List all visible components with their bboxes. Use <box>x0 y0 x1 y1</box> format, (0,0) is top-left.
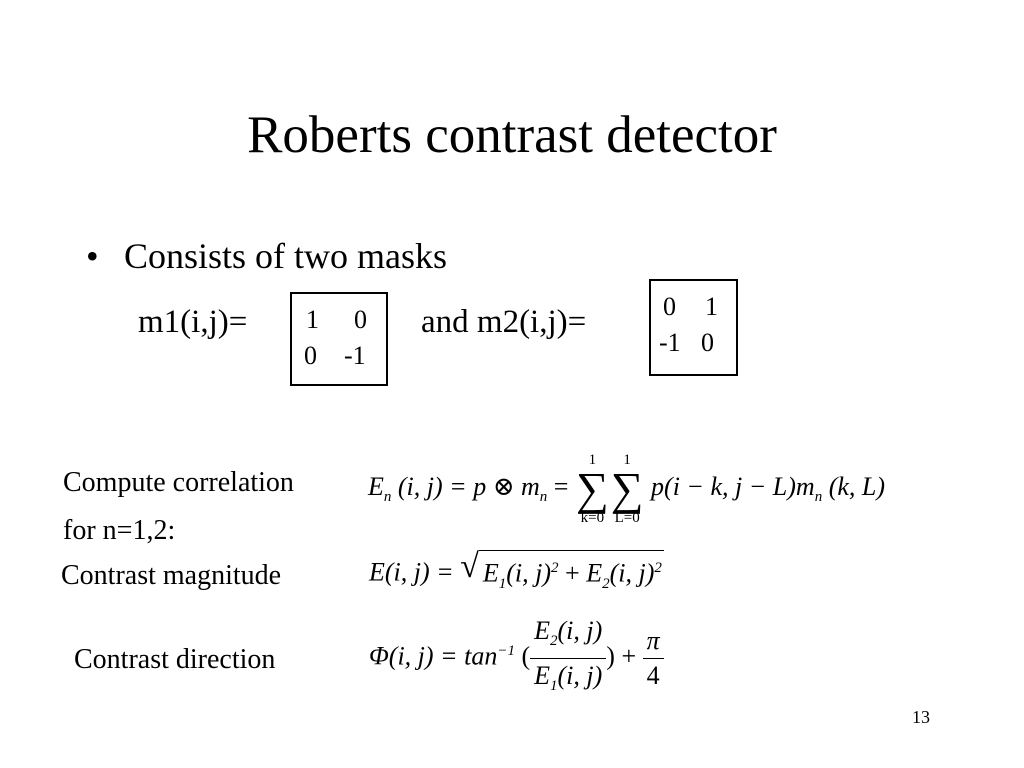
correlation-label-line2: for n=1,2: <box>63 515 176 546</box>
direction-label: Contrast direction <box>74 644 276 675</box>
eq-text: = <box>553 471 569 501</box>
direction-fraction: E2(i, j) E1(i, j) <box>530 616 607 701</box>
fraction-numerator: π <box>642 626 664 660</box>
otimes-operator: ⊗ <box>492 471 515 501</box>
eq-text: ( <box>521 641 531 671</box>
sqrt-radicand: E1(i, j)2 + E2(i, j)2 <box>478 550 664 599</box>
eq-symbol: m <box>521 471 540 501</box>
eq-symbol: E <box>368 471 384 501</box>
eq-subscript: 1 <box>550 678 558 695</box>
eq-text: (i, j) <box>557 616 603 645</box>
sum-upper-limit: 1 <box>623 452 631 468</box>
bullet-dot: • <box>86 236 99 276</box>
mask2-row-2: -1 0 <box>651 325 736 361</box>
eq-text: (i, j) <box>557 661 603 691</box>
eq-symbol: E <box>586 558 603 588</box>
mask1-row-2: 0 -1 <box>292 338 386 374</box>
mask1-row-1: 1 0 <box>292 302 386 338</box>
mask2-cell: 0 <box>701 328 714 357</box>
mask1-cell: -1 <box>344 341 366 370</box>
sum-lower-limit: k=0 <box>580 510 605 526</box>
sum-lower-limit: L=0 <box>614 510 640 526</box>
slide-title: Roberts contrast detector <box>247 106 777 164</box>
mask1-cell: 0 <box>354 305 367 334</box>
mask2-cell: 0 <box>663 292 676 321</box>
sum-operator-l: 1 ∑ L=0 <box>611 452 644 526</box>
fraction-denominator: E1(i, j) <box>530 659 606 701</box>
mask2-row-1: 0 1 <box>651 289 736 325</box>
correlation-label-line1: Compute correlation <box>63 467 294 498</box>
eq-subscript: n <box>383 489 392 506</box>
sigma-symbol: ∑ <box>575 463 609 514</box>
bullet-text: Consists of two masks <box>124 236 448 276</box>
mask1-label: m1(i,j)= <box>138 304 248 340</box>
sqrt-expression: √ E1(i, j)2 + E2(i, j)2 <box>460 550 664 599</box>
magnitude-equation: E(i, j) = √ E1(i, j)2 + E2(i, j)2 <box>369 550 664 599</box>
mask2-matrix: 0 1 -1 0 <box>649 279 738 376</box>
eq-superscript: −1 <box>497 643 515 659</box>
correlation-equation: En (i, j) = p ⊗ mn = 1 ∑ k=0 1 ∑ L=0 p(i… <box>368 452 885 526</box>
eq-text: + <box>565 558 580 588</box>
eq-text: E(i, j) = <box>369 557 454 587</box>
mask1-matrix: 1 0 0 -1 <box>290 292 388 386</box>
eq-superscript: 2 <box>551 560 559 576</box>
eq-superscript: 2 <box>654 560 662 576</box>
mask2-label: and m2(i,j)= <box>421 304 587 340</box>
mask1-cell: 0 <box>304 341 317 370</box>
sum-upper-limit: 1 <box>588 452 597 468</box>
eq-text: (i, j) = p <box>397 471 487 501</box>
mask1-cell: 1 <box>306 305 319 334</box>
mask2-cell: -1 <box>659 328 681 357</box>
sigma-symbol: ∑ <box>610 463 644 514</box>
mask2-cell: 1 <box>705 292 718 321</box>
radical-sign: √ <box>460 548 479 585</box>
eq-text: ) + <box>606 641 637 671</box>
fraction-numerator: E2(i, j) <box>530 616 607 660</box>
magnitude-label: Contrast magnitude <box>61 560 282 591</box>
eq-subscript: n <box>814 489 823 506</box>
eq-symbol: E <box>482 558 499 588</box>
sum-operator-k: 1 ∑ k=0 <box>576 452 609 526</box>
pi-over-four-fraction: π 4 <box>642 626 664 691</box>
eq-text: (i, j) <box>506 558 552 588</box>
eq-text: (k, L) <box>828 471 886 501</box>
eq-subscript: 1 <box>498 575 507 592</box>
eq-subscript: 2 <box>602 575 610 592</box>
eq-text: p(i − k, j − L)m <box>651 471 815 501</box>
eq-text: Φ(i, j) = tan <box>369 641 498 671</box>
eq-subscript: n <box>539 489 548 506</box>
eq-subscript: 2 <box>550 633 558 650</box>
eq-symbol: E <box>534 616 551 645</box>
direction-equation: Φ(i, j) = tan−1 ( E2(i, j) E1(i, j) ) + … <box>369 616 664 701</box>
fraction-denominator: 4 <box>646 661 660 691</box>
bullet-item: • Consists of two masks <box>86 232 447 280</box>
eq-text: (i, j) <box>609 558 655 588</box>
page-number: 13 <box>912 707 930 727</box>
eq-symbol: E <box>534 661 551 691</box>
